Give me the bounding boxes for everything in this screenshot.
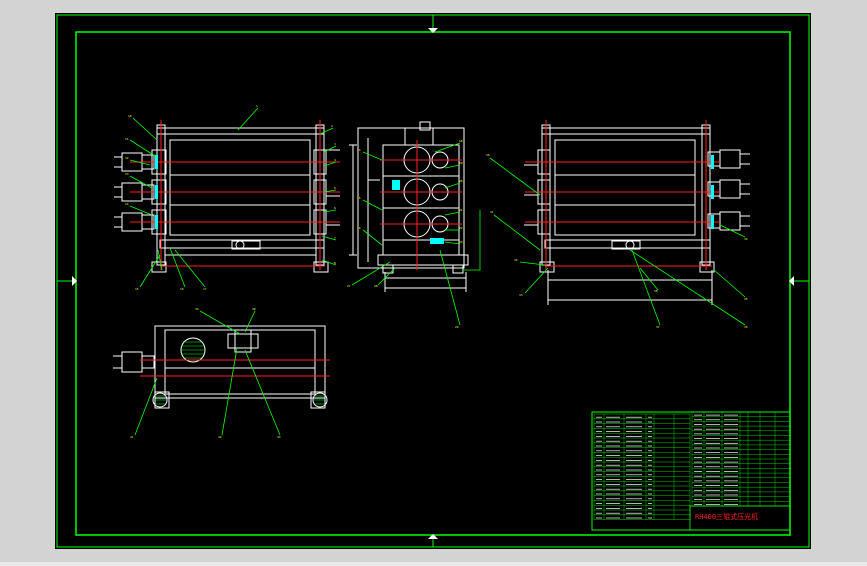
svg-text:3: 3 (334, 142, 336, 146)
svg-text:21: 21 (459, 208, 463, 212)
svg-text:38: 38 (654, 289, 658, 293)
svg-text:8: 8 (334, 261, 336, 265)
svg-text:20: 20 (459, 179, 463, 183)
front-view: 1 10 11 12 13 14 2 3 4 5 6 7 8 15 16 17 (114, 104, 340, 291)
svg-text:29: 29 (455, 325, 459, 329)
svg-text:37: 37 (656, 325, 660, 329)
svg-text:16: 16 (180, 287, 184, 291)
drawing-sheet (55, 13, 811, 549)
svg-text:30: 30 (486, 153, 490, 157)
svg-text:24: 24 (357, 148, 361, 152)
svg-text:19: 19 (459, 161, 463, 165)
svg-text:28: 28 (374, 284, 378, 288)
svg-text:43: 43 (277, 435, 281, 439)
svg-text:39: 39 (195, 307, 199, 311)
svg-text:1: 1 (256, 104, 258, 108)
svg-text:13: 13 (125, 172, 129, 176)
svg-text:15: 15 (135, 287, 139, 291)
svg-text:22: 22 (459, 226, 463, 230)
side-view: 18 19 20 21 22 23 24 25 26 27 28 29 (347, 121, 481, 329)
svg-text:6: 6 (334, 206, 336, 210)
svg-text:34: 34 (744, 237, 748, 241)
svg-text:4: 4 (334, 158, 336, 162)
svg-text:40: 40 (252, 307, 256, 311)
svg-text:11: 11 (125, 137, 129, 141)
svg-text:31: 31 (490, 210, 494, 214)
svg-text:41: 41 (130, 435, 134, 439)
svg-text:2: 2 (331, 124, 333, 128)
drawing-title: RH400三辊式压光机 (695, 512, 758, 521)
svg-text:18: 18 (459, 139, 463, 143)
title-block: RH400三辊式压光机 (591, 411, 791, 531)
svg-text:32: 32 (514, 258, 518, 262)
top-view: 39 40 41 42 43 (113, 307, 330, 439)
svg-text:23: 23 (459, 240, 463, 244)
svg-text:33: 33 (519, 293, 523, 297)
sheet-border (56, 14, 810, 548)
svg-text:25: 25 (357, 196, 361, 200)
svg-text:7: 7 (334, 236, 336, 240)
svg-text:17: 17 (203, 287, 207, 291)
svg-text:10: 10 (128, 114, 132, 118)
svg-text:27: 27 (347, 284, 351, 288)
svg-text:36: 36 (744, 325, 748, 329)
svg-text:35: 35 (744, 297, 748, 301)
svg-text:42: 42 (218, 435, 222, 439)
svg-text:5: 5 (334, 186, 336, 190)
rear-view: 30 31 32 33 34 35 36 37 38 (486, 120, 750, 329)
svg-text:14: 14 (125, 202, 129, 206)
svg-text:26: 26 (357, 226, 361, 230)
svg-text:12: 12 (125, 156, 129, 160)
